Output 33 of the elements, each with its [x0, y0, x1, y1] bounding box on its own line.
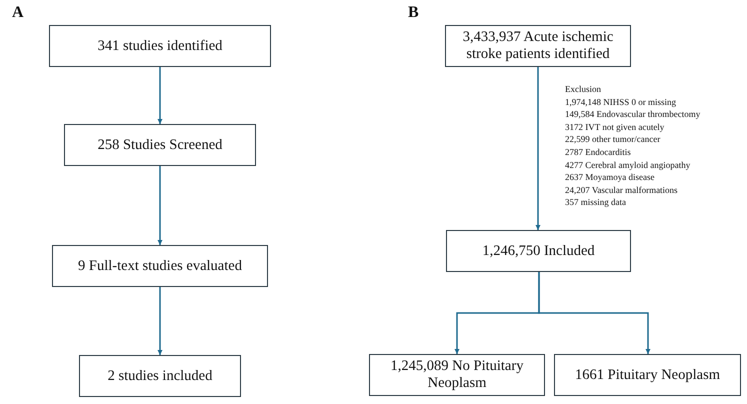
- exclusion-item: 22,599 other tumor/cancer: [565, 134, 660, 144]
- box-text: 258 Studies Screened: [98, 136, 222, 154]
- process-box: [554, 354, 741, 396]
- arrow: [158, 67, 162, 124]
- process-box: [445, 25, 631, 67]
- process-box: [64, 124, 256, 166]
- box-text: 1,245,089 No Pituitary Neoplasm: [390, 358, 524, 392]
- exclusion-item: 357 missing data: [565, 197, 626, 208]
- arrow: [538, 272, 650, 354]
- process-box: [52, 245, 268, 287]
- exclusion-item: 149,584 Endovascular thrombectomy: [565, 109, 700, 120]
- process-box: [49, 25, 271, 67]
- arrow: [158, 287, 162, 355]
- box-text: 3,433,937 Acute ischemic stroke patients identified: [462, 29, 614, 63]
- exclusion-heading: Exclusion: [565, 84, 601, 94]
- arrow: [536, 67, 540, 230]
- exclusion-item: 4277 Cerebral amyloid angiopathy: [565, 160, 690, 170]
- box-text: 1661 Pituitary Neoplasm: [575, 366, 720, 384]
- exclusion-item: 2787 Endocarditis: [565, 147, 631, 157]
- exclusion-item: 1,974,148 NIHSS 0 or missing: [565, 96, 676, 107]
- exclusion-item: 3172 IVT not given acutely: [565, 122, 664, 132]
- box-text: 341 studies identified: [98, 38, 222, 54]
- panel-label: B: [408, 4, 419, 22]
- exclusion-item: 24,207 Vascular malformations: [565, 184, 678, 195]
- arrow: [158, 166, 162, 245]
- box-text: 1,246,750 Included: [482, 242, 595, 260]
- process-box: [79, 355, 241, 397]
- process-box: [369, 354, 545, 396]
- exclusion-item: 2637 Moyamoya disease: [565, 172, 654, 182]
- process-box: [446, 230, 631, 272]
- panel-label: A: [12, 4, 24, 22]
- box-text: 9 Full-text studies evaluated: [78, 258, 242, 274]
- box-text: 2 studies included: [108, 368, 212, 384]
